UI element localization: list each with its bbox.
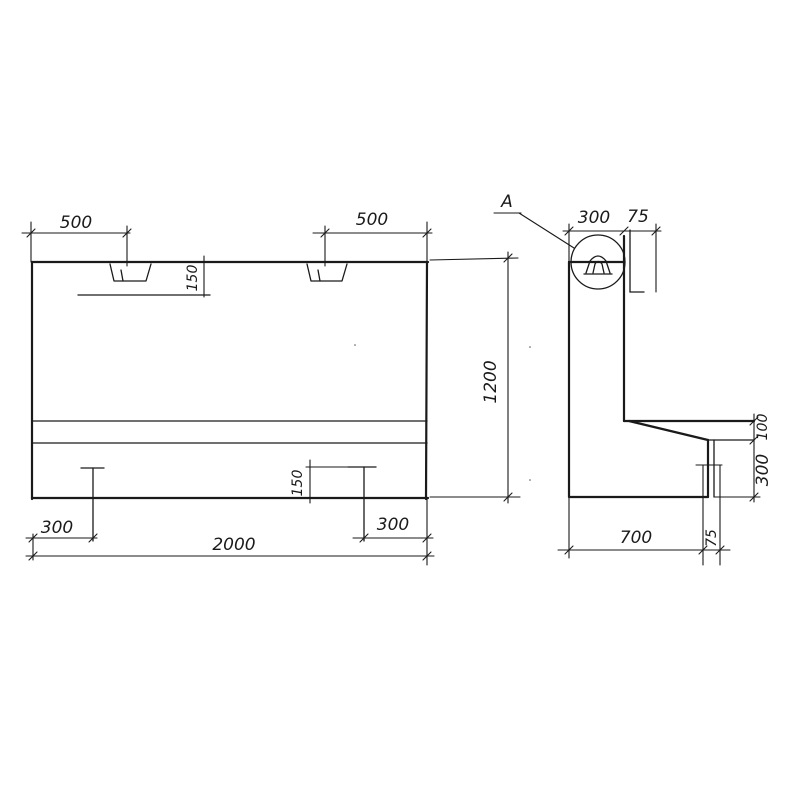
front-view: 150 500 500 150 300 (21, 210, 521, 566)
dim-side-base-offset: 75 (704, 529, 720, 547)
tick (749, 435, 759, 445)
detail-loop-shape (585, 255, 611, 274)
dim-recess-depth-top: 150 (185, 265, 201, 292)
lifting-loop-right (306, 263, 348, 282)
detail-callout-a: A (500, 192, 513, 212)
side-profile-back-and-base (567, 260, 710, 499)
tick (619, 226, 629, 236)
dim-side-base-width: 700 (620, 528, 652, 548)
dim-side-top-offset: 75 (627, 207, 649, 227)
tick (749, 416, 759, 426)
tick (564, 226, 574, 236)
tick (88, 533, 98, 543)
tick (359, 533, 369, 543)
tick (651, 226, 661, 236)
dim-side-foot-height: 300 (753, 454, 773, 486)
speck (529, 479, 531, 481)
ext-line-top (429, 257, 519, 261)
dim-side-top-width: 300 (578, 208, 610, 228)
front-right-edge (424, 260, 429, 501)
tick (564, 545, 574, 555)
lifting-loop-right-detail (317, 269, 321, 282)
tick (422, 228, 432, 238)
speck (529, 346, 531, 348)
side-profile-step-slope (627, 419, 710, 442)
tick (715, 545, 725, 555)
dim-overall-width: 2000 (212, 535, 255, 555)
tick (503, 492, 513, 502)
side-view: A 300 75 100 300 700 75 (493, 192, 773, 566)
tick (26, 228, 36, 238)
tick (503, 253, 513, 263)
leader-line-a (518, 212, 575, 249)
tick (422, 533, 432, 543)
detail-circle-a (570, 234, 626, 290)
dim-bottom-right: 300 (377, 515, 409, 535)
lifting-loop-left (109, 263, 152, 282)
tick (122, 228, 132, 238)
tick (422, 551, 432, 561)
tick (28, 551, 38, 561)
dim-bottom-left: 300 (41, 518, 73, 538)
dim-top-right: 500 (356, 210, 388, 230)
lifting-loop-left-detail (120, 269, 124, 282)
speck (354, 344, 356, 346)
tick (28, 533, 38, 543)
detail-loop-inner (592, 260, 605, 274)
dim-recess-depth-bottom: 150 (290, 470, 306, 497)
dim-top-left: 500 (60, 213, 92, 233)
dim-overall-height: 1200 (481, 360, 501, 403)
tick (320, 228, 330, 238)
tick (698, 545, 708, 555)
dim-side-step: 100 (755, 414, 771, 441)
